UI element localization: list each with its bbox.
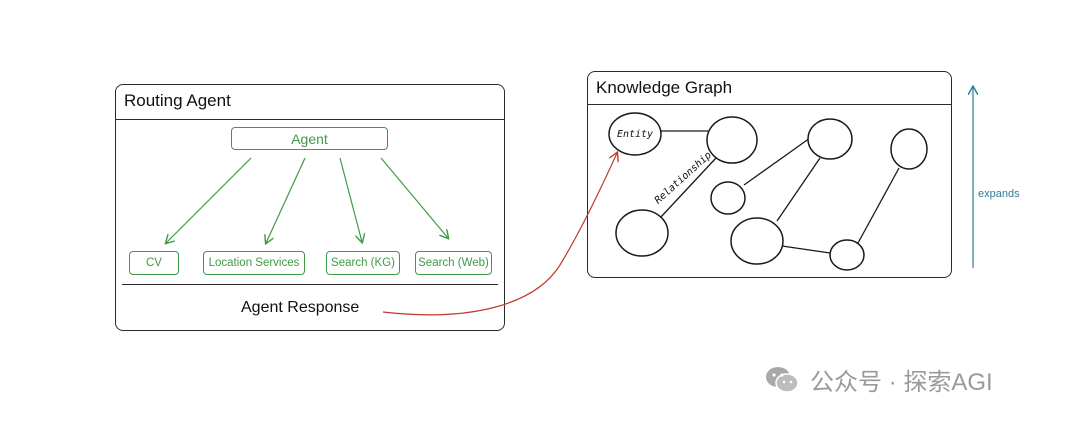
tool-node-search-web: Search (Web) (415, 251, 492, 275)
tool-node-label: Location Services (208, 257, 300, 269)
routing-agent-header-divider (116, 119, 504, 120)
graph-node (829, 239, 865, 271)
agent-node-label: Agent (291, 130, 328, 147)
routing-agent-panel: Routing Agent (115, 84, 505, 331)
agent-to-location-arrow (266, 157, 306, 243)
tool-node-cv: CV (129, 251, 179, 275)
tool-node-label: CV (146, 257, 162, 269)
agent-to-search-web-arrow (380, 157, 448, 238)
knowledge-graph-title: Knowledge Graph (596, 78, 733, 97)
agent-to-search-kg-arrow (339, 157, 362, 242)
tool-node-location-services: Location Services (203, 251, 305, 275)
knowledge-graph-header-divider (588, 104, 951, 105)
tool-node-label: Search (Web) (418, 257, 489, 269)
wechat-icon (766, 366, 799, 393)
watermark-text: 公众号 · 探索AGI (810, 369, 993, 396)
routing-agent-title: Routing Agent (124, 91, 231, 110)
routing-agent-response-divider (122, 284, 498, 285)
graph-node (890, 128, 928, 170)
entity-node (608, 112, 662, 156)
graph-node (807, 118, 853, 160)
tool-node-label: Search (KG) (331, 257, 395, 269)
graph-edge (781, 245, 831, 254)
expands-label: expands (978, 188, 1020, 200)
watermark: 公众号 · 探索AGI (764, 362, 993, 397)
tool-node-search-kg: Search (KG) (326, 251, 400, 275)
response-to-entity-arrow (382, 153, 617, 316)
graph-edge (743, 137, 811, 186)
graph-node (710, 181, 746, 215)
graph-node (706, 116, 758, 164)
agent-node: Agent (231, 127, 388, 150)
agent-response-label: Agent Response (241, 299, 360, 316)
entity-label: Entity (617, 129, 653, 140)
agent-to-cv-arrow (166, 157, 252, 243)
graph-edge (659, 157, 717, 219)
graph-edge (857, 167, 900, 244)
graph-node (615, 209, 669, 257)
graph-node (730, 217, 784, 265)
relationship-label: Relationship (653, 150, 714, 207)
graph-edge (776, 157, 821, 222)
